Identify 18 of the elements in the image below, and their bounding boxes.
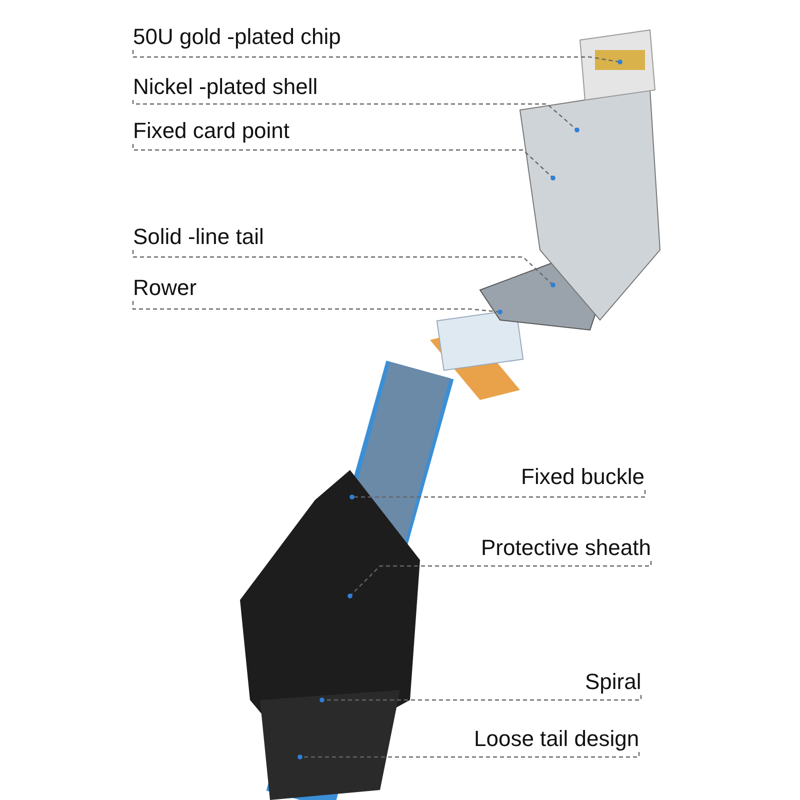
callout-label: Fixed buckle <box>521 464 645 490</box>
callout-label: Solid -line tail <box>133 224 264 250</box>
leader-line <box>132 100 580 132</box>
leader-line <box>298 752 640 760</box>
callout-label: Nickel -plated shell <box>133 74 318 100</box>
callout-label: Spiral <box>585 669 642 695</box>
callout-label: 50U gold -plated chip <box>133 24 341 50</box>
callout-label: Protective sheath <box>481 535 651 561</box>
leader-line <box>320 695 642 702</box>
leader-line <box>348 561 652 598</box>
leader-line <box>132 250 556 288</box>
leader-line <box>132 144 556 180</box>
callout-label: Loose tail design <box>474 726 640 752</box>
leader-line <box>132 301 502 314</box>
callout-label: Rower <box>133 275 197 301</box>
callout-label: Fixed card point <box>133 118 290 144</box>
leader-line <box>350 490 646 500</box>
leader-line <box>132 50 622 64</box>
